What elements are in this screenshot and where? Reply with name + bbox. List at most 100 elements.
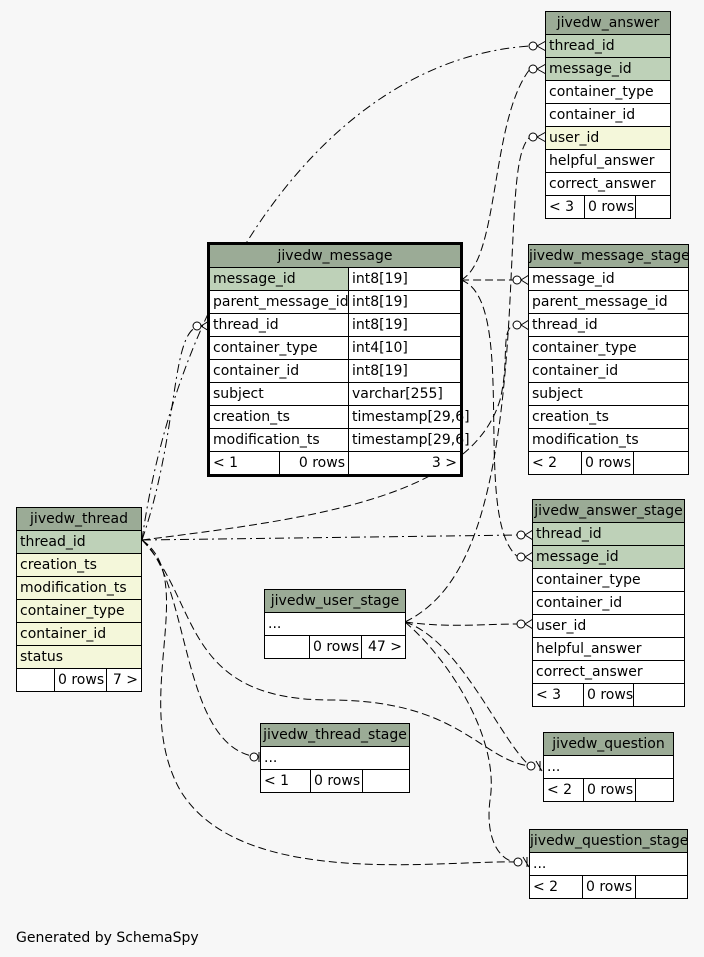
column-user-id[interactable]: user_id (536, 618, 587, 634)
row-count: 0 rows (584, 196, 635, 218)
column-parent-message-id[interactable]: parent_message_id (213, 294, 349, 310)
table-jivedw-message[interactable]: jivedw_message message_id int8[19] parent… (207, 242, 470, 477)
column-container-id[interactable]: container_id (20, 626, 107, 642)
parents-count[interactable]: < 3 (549, 199, 575, 215)
children-count[interactable]: 7 > (106, 669, 141, 691)
column-subject[interactable]: subject (213, 386, 264, 402)
parents-count[interactable]: < 2 (533, 879, 559, 895)
column-container-type[interactable]: container_type (213, 340, 318, 356)
column-creation-ts[interactable]: creation_ts (532, 409, 609, 425)
parents-count[interactable]: < 3 (536, 687, 562, 703)
column-thread-id[interactable]: thread_id (532, 317, 598, 333)
column-container-id[interactable]: container_id (536, 595, 623, 611)
column-type: timestamp[29,6] (348, 406, 470, 428)
children-count[interactable]: 47 > (361, 636, 405, 658)
column-helpful-answer[interactable]: helpful_answer (549, 153, 655, 169)
column-container-type[interactable]: container_type (20, 603, 125, 619)
table-jivedw-question[interactable]: jivedw_question ... < 2 0 rows (543, 732, 674, 802)
edge-message-answer-stage (460, 279, 519, 558)
column-thread-id[interactable]: thread_id (213, 317, 279, 333)
table-title[interactable]: jivedw_question_stage (530, 830, 688, 853)
table-title[interactable]: jivedw_thread (17, 508, 141, 531)
column-modification-ts[interactable]: modification_ts (532, 432, 639, 448)
column-message-id[interactable]: message_id (213, 271, 296, 287)
parents-count[interactable]: < 2 (532, 455, 558, 471)
parents-count[interactable] (265, 636, 309, 658)
column-creation-ts[interactable]: creation_ts (213, 409, 290, 425)
column-thread-id[interactable]: thread_id (536, 526, 602, 542)
column-container-id[interactable]: container_id (532, 363, 619, 379)
column-creation-ts[interactable]: creation_ts (20, 557, 97, 573)
row-count: 0 rows (581, 452, 633, 474)
edge-thread-question-stage (141, 539, 516, 866)
children-count[interactable] (633, 684, 684, 706)
column-container-type[interactable]: container_type (549, 84, 654, 100)
column-container-type[interactable]: container_type (536, 572, 641, 588)
column-correct-answer[interactable]: correct_answer (549, 176, 656, 192)
column-type: int8[19] (348, 360, 460, 382)
table-title[interactable]: jivedw_answer_stage (533, 500, 684, 523)
edge-user-stage-question-stage (404, 621, 516, 863)
column-message-id[interactable]: message_id (532, 271, 615, 287)
column-modification-ts[interactable]: modification_ts (213, 432, 320, 448)
row-count: 0 rows (583, 684, 633, 706)
column-type: int8[19] (348, 314, 460, 336)
parents-count[interactable]: < 2 (547, 782, 573, 798)
column-container-id[interactable]: container_id (213, 363, 300, 379)
children-count[interactable] (635, 779, 673, 801)
column-parent-message-id[interactable]: parent_message_id (532, 294, 668, 310)
column-correct-answer[interactable]: correct_answer (536, 664, 643, 680)
children-count[interactable] (362, 770, 409, 792)
table-title[interactable]: jivedw_answer (546, 12, 670, 35)
column-type: int8[19] (348, 291, 460, 313)
column-container-id[interactable]: container_id (549, 107, 636, 123)
table-jivedw-answer[interactable]: jivedw_answer thread_id message_id conta… (545, 11, 671, 219)
column-message-id[interactable]: message_id (536, 549, 619, 565)
column-ellipsis[interactable]: ... (264, 750, 278, 766)
row-count: 0 rows (583, 779, 635, 801)
table-title[interactable]: jivedw_message (210, 245, 460, 268)
column-type: int8[19] (348, 268, 460, 290)
children-count[interactable]: 3 > (348, 452, 460, 474)
edge-user-stage-answer (404, 136, 531, 623)
column-user-id[interactable]: user_id (549, 130, 600, 146)
column-subject[interactable]: subject (532, 386, 583, 402)
column-ellipsis[interactable]: ... (533, 856, 547, 872)
column-thread-id[interactable]: thread_id (20, 534, 86, 550)
children-count[interactable] (633, 452, 688, 474)
column-type: int4[10] (348, 337, 460, 359)
row-count: 0 rows (582, 876, 635, 898)
edge-thread-message (141, 325, 201, 541)
children-count[interactable] (635, 196, 670, 218)
table-title[interactable]: jivedw_thread_stage (261, 724, 409, 747)
column-container-type[interactable]: container_type (532, 340, 637, 356)
parents-count[interactable]: < 1 (213, 455, 239, 471)
table-title[interactable]: jivedw_question (544, 733, 673, 756)
column-message-id[interactable]: message_id (549, 61, 632, 77)
column-modification-ts[interactable]: modification_ts (20, 580, 127, 596)
row-count: 0 rows (310, 770, 362, 792)
table-title[interactable]: jivedw_user_stage (265, 590, 405, 613)
table-title[interactable]: jivedw_message_stage (529, 245, 690, 268)
column-status[interactable]: status (20, 649, 64, 665)
row-count: 0 rows (54, 669, 106, 691)
table-jivedw-thread-stage[interactable]: jivedw_thread_stage ... < 1 0 rows (260, 723, 410, 793)
table-jivedw-user-stage[interactable]: jivedw_user_stage ... 0 rows 47 > (264, 589, 406, 659)
column-ellipsis[interactable]: ... (547, 759, 561, 775)
table-jivedw-thread[interactable]: jivedw_thread thread_id creation_ts modi… (16, 507, 142, 692)
column-helpful-answer[interactable]: helpful_answer (536, 641, 642, 657)
edge-user-stage-answer-stage (404, 621, 519, 626)
column-ellipsis[interactable]: ... (268, 616, 282, 632)
children-count[interactable] (635, 876, 687, 898)
parents-count[interactable] (17, 669, 54, 691)
table-jivedw-question-stage[interactable]: jivedw_question_stage ... < 2 0 rows (529, 829, 688, 899)
edge-thread-thread-stage (141, 539, 253, 757)
row-count: 0 rows (279, 452, 348, 474)
table-jivedw-answer-stage[interactable]: jivedw_answer_stage thread_id message_id… (532, 499, 685, 707)
edge-message-answer (460, 68, 531, 281)
table-jivedw-message-stage[interactable]: jivedw_message_stage message_id parent_m… (528, 244, 690, 475)
column-thread-id[interactable]: thread_id (549, 38, 615, 54)
parents-count[interactable]: < 1 (264, 773, 290, 789)
edge-thread-question (141, 539, 531, 767)
column-type: timestamp[29,6] (348, 429, 470, 451)
